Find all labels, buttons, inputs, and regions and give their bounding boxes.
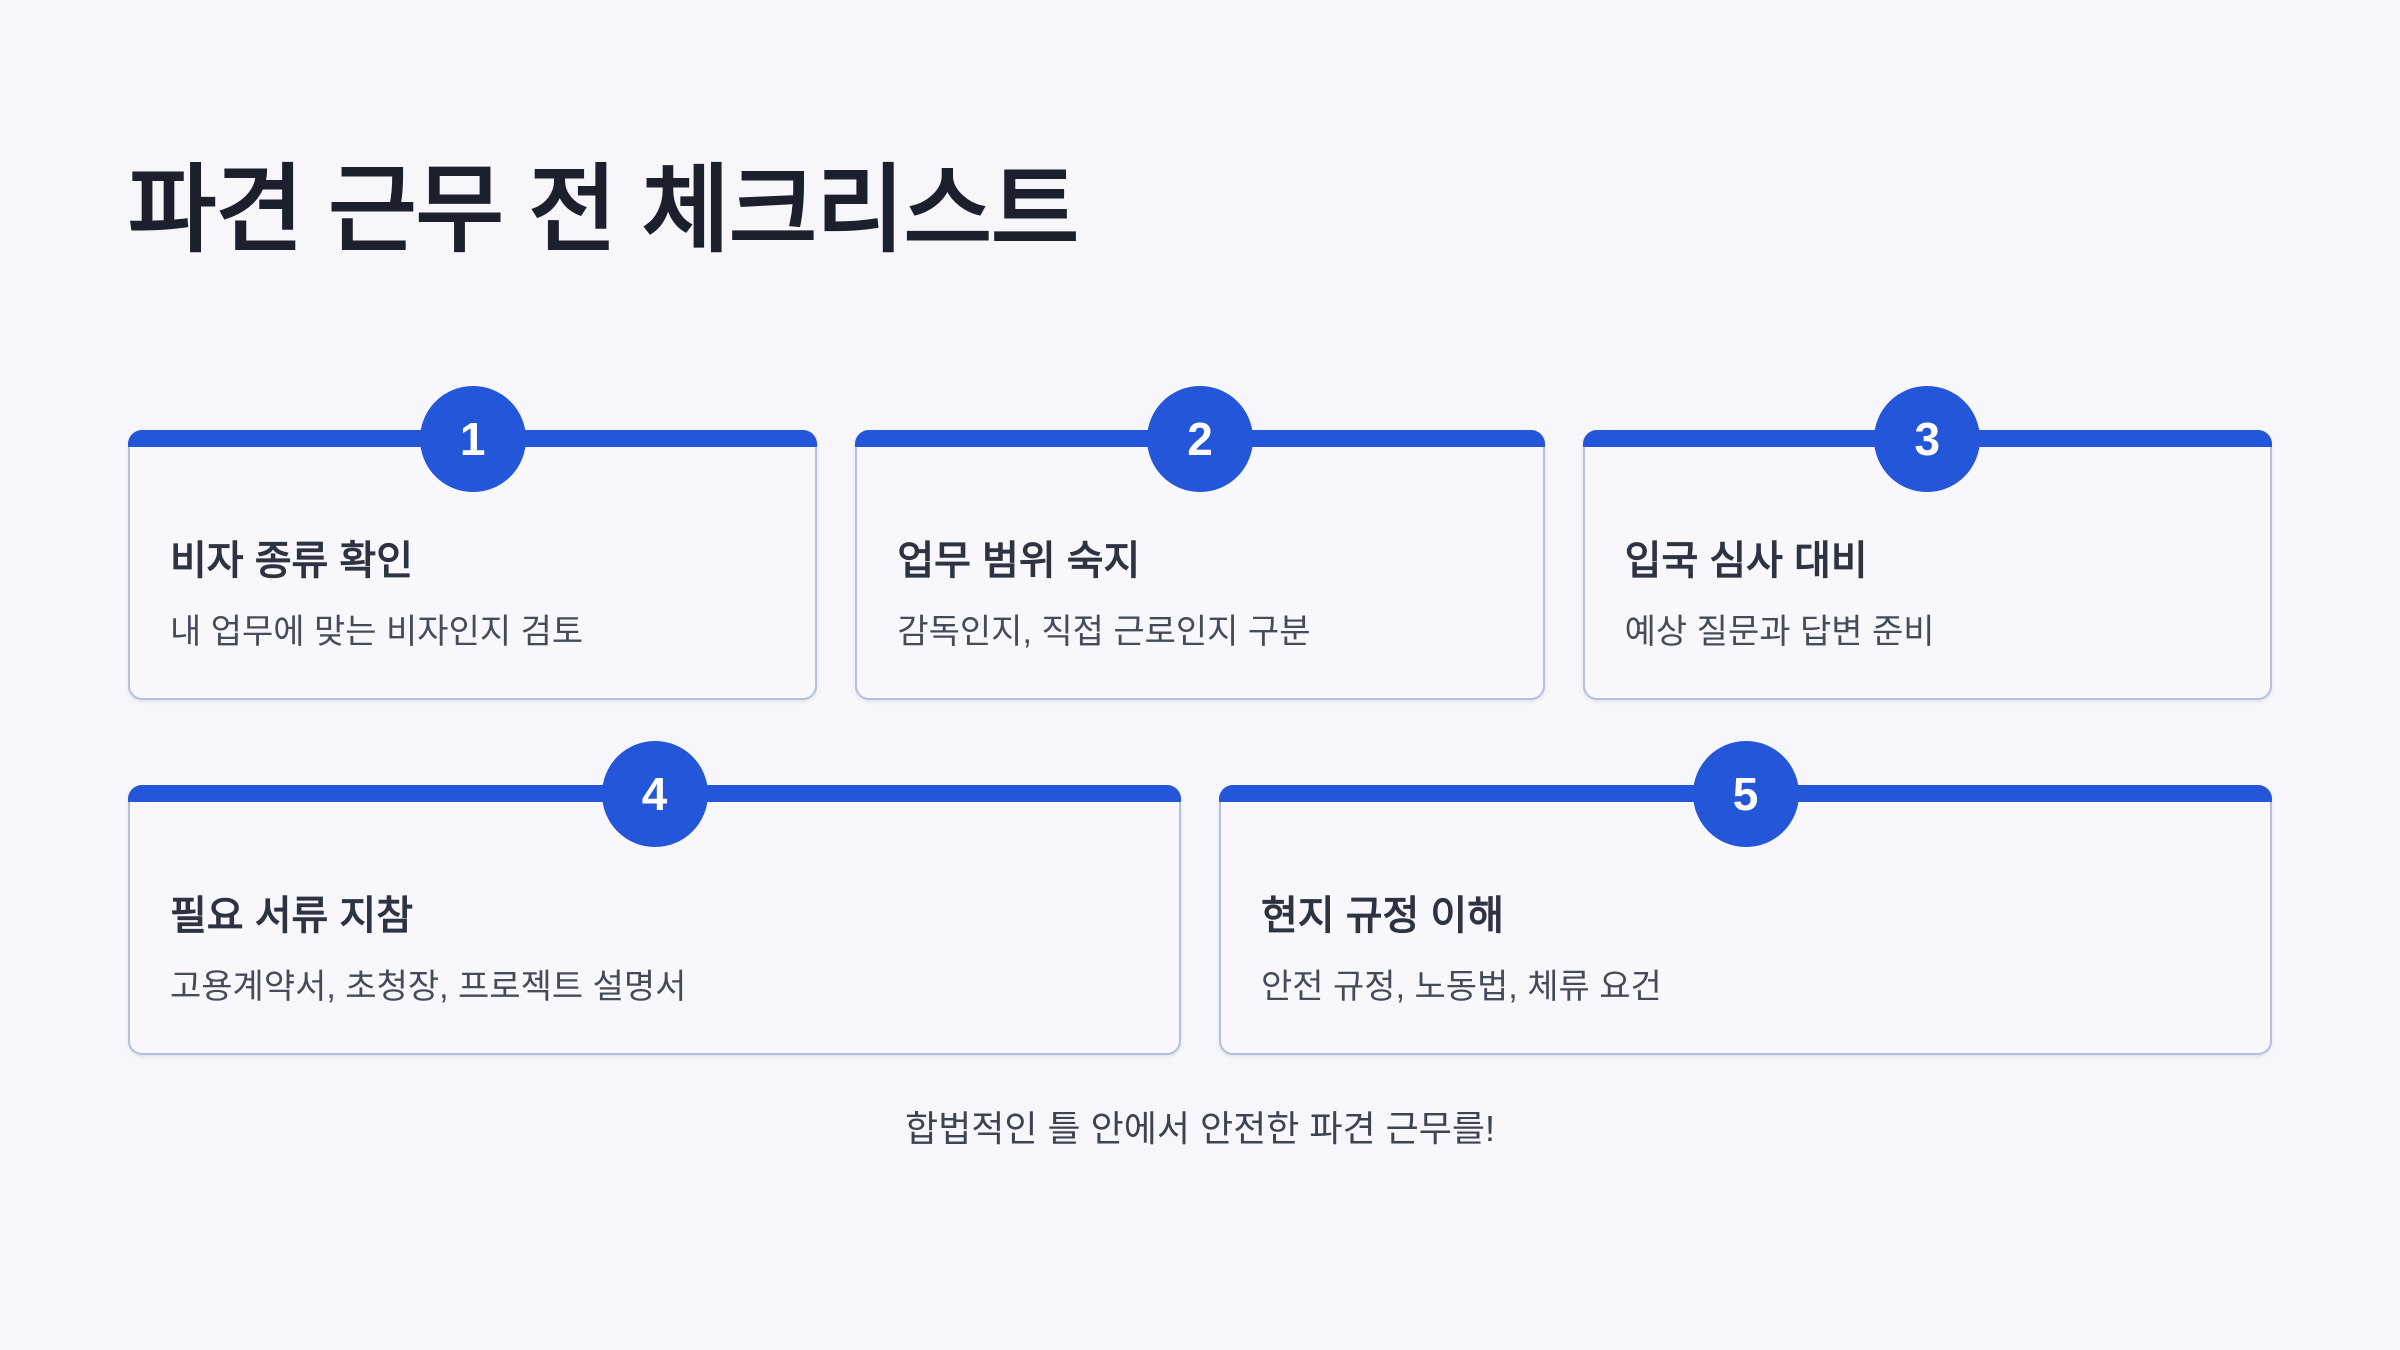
step-number: 4 xyxy=(641,767,668,820)
checklist-card-3: 3 입국 심사 대비 예상 질문과 답변 준비 xyxy=(1582,385,2272,700)
card-description: 내 업무에 맞는 비자인지 검토 xyxy=(170,612,584,651)
card-title: 입국 심사 대비 xyxy=(1624,538,1868,583)
step-number-badge: 3 xyxy=(1874,385,1981,492)
card-body: 비자 종류 확인 내 업무에 맞는 비자인지 검토 xyxy=(130,432,815,653)
card-body: 입국 심사 대비 예상 질문과 답변 준비 xyxy=(1585,432,2270,653)
checklist-card-2: 2 업무 범위 숙지 감독인지, 직접 근로인지 구분 xyxy=(855,385,1545,700)
card-description: 감독인지, 직접 근로인지 구분 xyxy=(897,612,1311,651)
step-number-badge: 2 xyxy=(1146,385,1253,492)
step-number-badge: 4 xyxy=(601,740,708,847)
card-description: 고용계약서, 초청장, 프로젝트 설명서 xyxy=(170,967,687,1006)
step-number: 3 xyxy=(1914,412,1941,465)
card-title: 필요 서류 지참 xyxy=(170,893,414,938)
card-description: 예상 질문과 답변 준비 xyxy=(1624,612,1935,651)
step-number-badge: 1 xyxy=(419,385,526,492)
card-body: 현지 규정 이해 안전 규정, 노동법, 체류 요건 xyxy=(1221,787,2270,1008)
checklist-card-1: 1 비자 종류 확인 내 업무에 맞는 비자인지 검토 xyxy=(128,385,818,700)
page-title: 파견 근무 전 체크리스트 xyxy=(128,157,1079,264)
cards-row-top: 1 비자 종류 확인 내 업무에 맞는 비자인지 검토 2 업무 범위 숙지 감… xyxy=(128,385,2272,700)
card-description: 안전 규정, 노동법, 체류 요건 xyxy=(1261,967,1662,1006)
step-number-badge: 5 xyxy=(1692,740,1799,847)
checklist-card-4: 4 필요 서류 지참 고용계약서, 초청장, 프로젝트 설명서 xyxy=(128,740,1181,1055)
step-number: 1 xyxy=(459,412,486,465)
footer-note: 합법적인 틀 안에서 안전한 파견 근무를! xyxy=(905,1107,1495,1149)
step-number: 2 xyxy=(1187,412,1213,465)
step-number: 5 xyxy=(1732,767,1759,820)
card-body: 업무 범위 숙지 감독인지, 직접 근로인지 구분 xyxy=(857,432,1542,653)
cards-row-bottom: 4 필요 서류 지참 고용계약서, 초청장, 프로젝트 설명서 5 현지 규정 … xyxy=(128,740,2272,1055)
card-title: 현지 규정 이해 xyxy=(1261,893,1505,938)
card-body: 필요 서류 지참 고용계약서, 초청장, 프로젝트 설명서 xyxy=(130,787,1179,1008)
checklist-card-5: 5 현지 규정 이해 안전 규정, 노동법, 체류 요건 xyxy=(1219,740,2272,1055)
card-title: 비자 종류 확인 xyxy=(170,538,414,583)
card-title: 업무 범위 숙지 xyxy=(897,538,1141,583)
